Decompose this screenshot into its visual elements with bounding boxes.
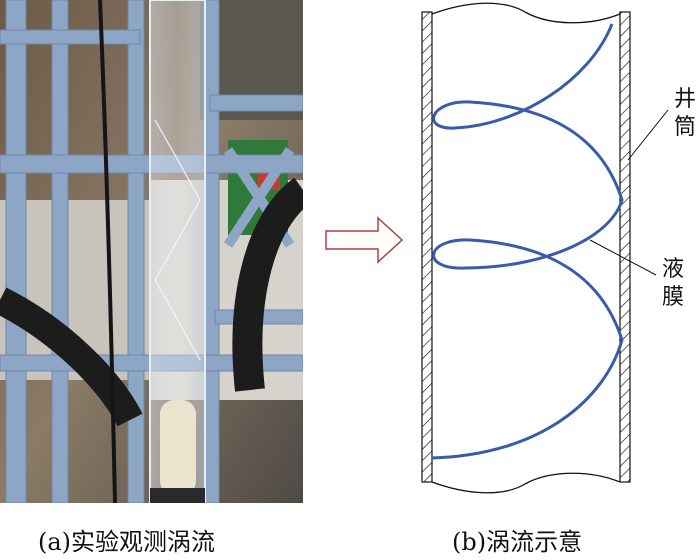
label-wellbore-line2: 筒 [673, 115, 696, 140]
transition-arrow [325, 216, 404, 264]
wellbore-leader [627, 109, 669, 161]
leader-lines [589, 109, 669, 276]
experiment-photo [0, 0, 303, 503]
label-film-line2: 膜 [661, 285, 684, 310]
film-leader [589, 239, 657, 276]
label-wellbore-line1: 井 [673, 87, 696, 112]
label-liquid-film: 液 膜 [660, 256, 686, 312]
wellbore-pipe [421, 2, 631, 494]
label-film-line1: 液 [661, 257, 684, 282]
caption-b: (b)涡流示意 [452, 528, 583, 556]
liquid-film-spiral [431, 23, 624, 460]
caption-a: (a)实验观测涡流 [38, 528, 216, 556]
label-wellbore: 井 筒 [672, 86, 698, 142]
